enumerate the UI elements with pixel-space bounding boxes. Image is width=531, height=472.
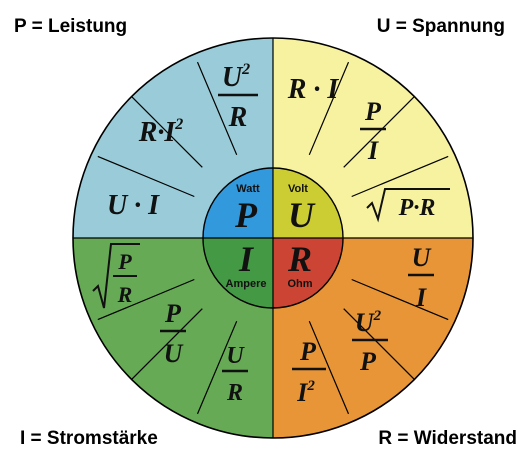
- power-center: [203, 168, 273, 238]
- svg-text:U: U: [226, 343, 245, 369]
- power-unit: Watt: [236, 183, 260, 195]
- power-label: P = Leistung: [14, 16, 128, 37]
- svg-text:I: I: [367, 136, 379, 165]
- voltage-label: U = Spannung: [376, 16, 505, 37]
- svg-text:P: P: [164, 299, 182, 328]
- svg-text:R: R: [117, 282, 133, 307]
- outer-ring: [72, 37, 474, 439]
- formula-voltage-r-times-i: R · I: [287, 74, 340, 105]
- formula-current-p-over-u: P U: [160, 299, 186, 368]
- svg-text:P: P: [117, 249, 132, 274]
- voltage-unit: Volt: [288, 183, 308, 195]
- formula-current-u-over-r: U R: [222, 343, 248, 406]
- current-center: [203, 238, 273, 308]
- svg-text:U: U: [412, 243, 432, 272]
- svg-text:R: R: [228, 102, 248, 133]
- formula-resistance-u-over-i: U I: [408, 243, 434, 312]
- svg-text:U: U: [164, 339, 184, 368]
- resistance-center: [273, 238, 343, 308]
- formula-power-u-times-i: U · I: [107, 190, 160, 221]
- current-symbol: I: [238, 239, 255, 279]
- formula-voltage-p-over-i: P I: [360, 97, 386, 165]
- voltage-symbol: U: [288, 195, 316, 235]
- resistance-label: R = Widerstand: [378, 428, 517, 449]
- formula-voltage-sqrt-p-times-r: P·R: [366, 188, 450, 223]
- resistance-symbol: R: [287, 239, 312, 279]
- current-label: I = Stromstärke: [20, 428, 158, 449]
- power-symbol: P: [234, 195, 258, 235]
- svg-text:P: P: [359, 347, 377, 376]
- svg-text:P: P: [299, 337, 317, 366]
- formula-current-sqrt-p-over-r: P R: [92, 243, 140, 309]
- voltage-center: [273, 168, 343, 238]
- formula-resistance-u2-over-p: U2 P: [352, 308, 388, 376]
- svg-text:P: P: [364, 97, 382, 126]
- current-unit: Ampere: [226, 278, 267, 290]
- svg-text:P·R: P·R: [398, 195, 436, 221]
- resistance-unit: Ohm: [287, 278, 312, 290]
- svg-text:R: R: [226, 380, 243, 406]
- svg-text:I: I: [415, 283, 427, 312]
